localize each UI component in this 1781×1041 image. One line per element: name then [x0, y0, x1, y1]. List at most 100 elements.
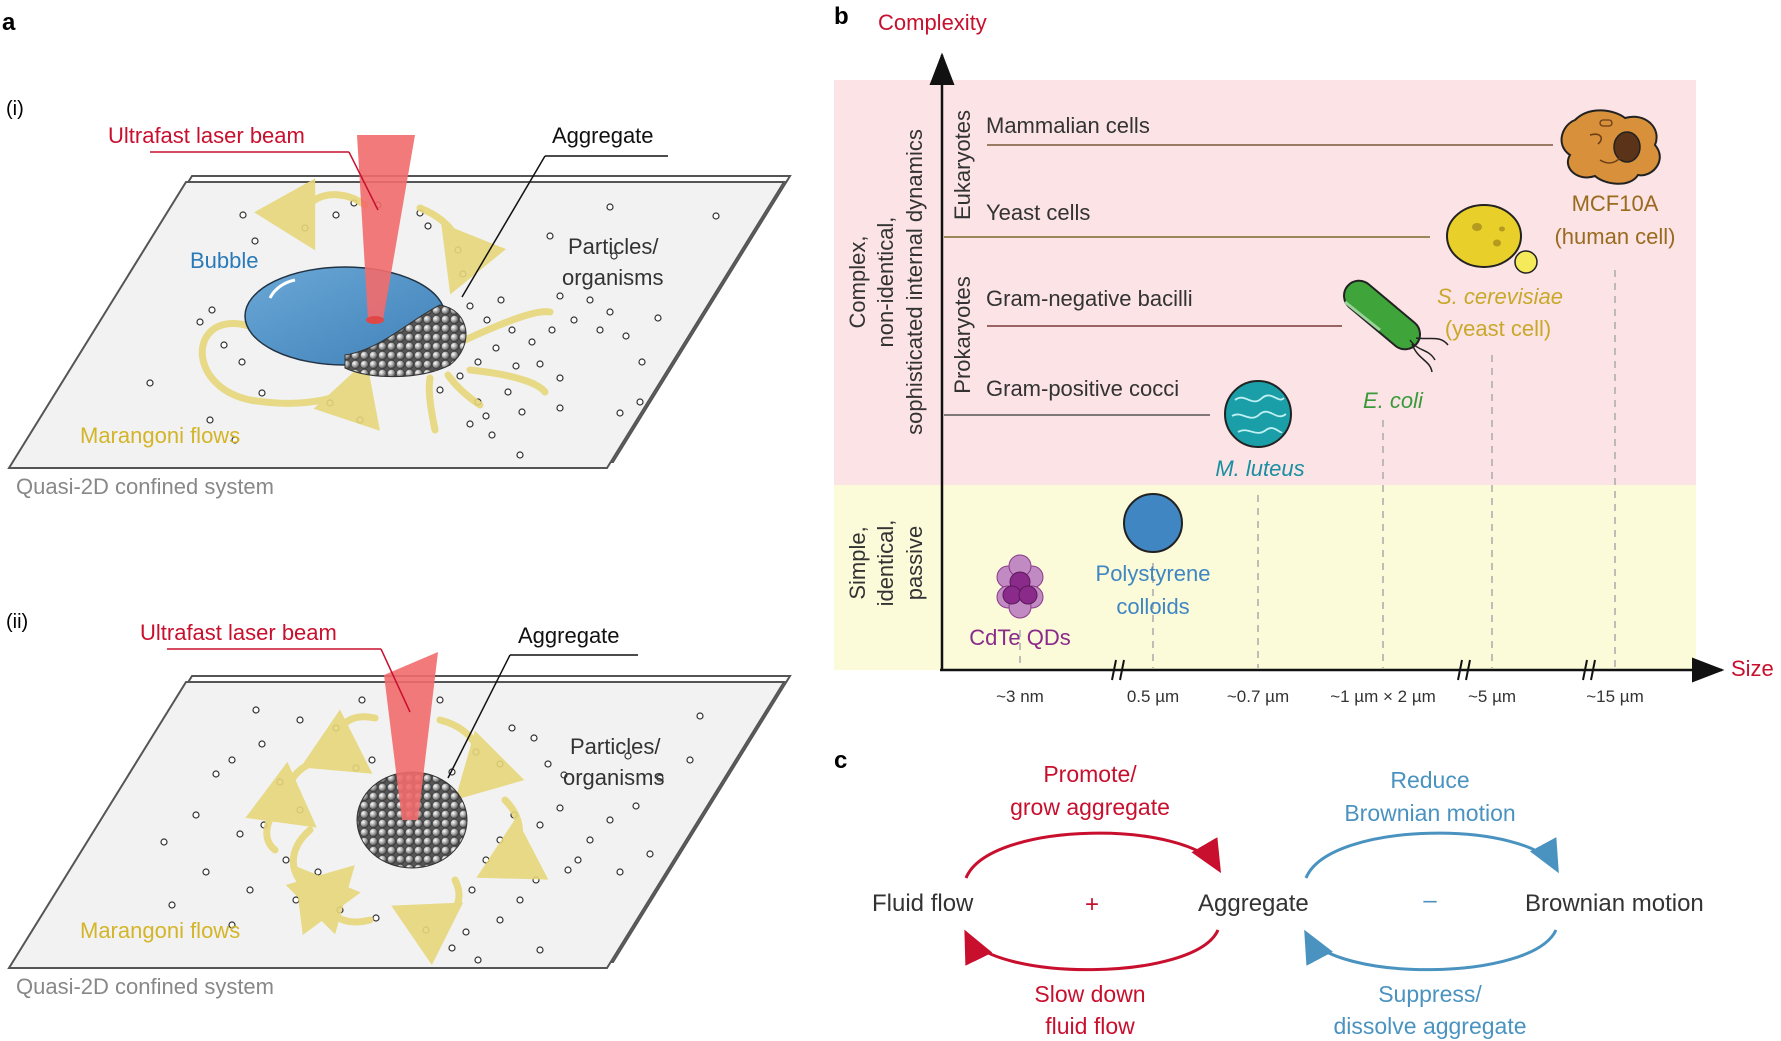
particle-dot	[616, 868, 624, 876]
slow-label-1: Slow down	[1034, 981, 1145, 1007]
particle-dot	[596, 326, 604, 334]
particle-dot	[496, 836, 504, 844]
particle-dot	[646, 850, 654, 858]
particle-dot	[206, 416, 214, 424]
particle-dot	[422, 926, 430, 934]
particle-dot	[532, 876, 540, 884]
particle-dot	[276, 778, 284, 786]
ecoli-icon	[1343, 279, 1449, 373]
particle-dot	[436, 696, 444, 704]
tick-0-5um: 0.5 µm	[1127, 687, 1179, 706]
particle-dot	[518, 408, 526, 416]
particle-dot	[556, 292, 564, 300]
particle-dot	[556, 804, 564, 812]
polystyrene-colloid-icon	[1123, 493, 1183, 553]
promote-label-2: grow aggregate	[1010, 794, 1170, 820]
particle-dot	[462, 928, 470, 936]
row-yeast: Yeast cells	[986, 200, 1090, 225]
aggregate-i	[344, 304, 467, 378]
positive-loop-sign: +	[1085, 891, 1099, 918]
particle-dot	[436, 386, 444, 394]
laser-beam-ii	[384, 652, 438, 820]
arrow-suppress	[1304, 929, 1558, 972]
particle-dot	[636, 398, 644, 406]
system-label-ii: Quasi-2D confined system	[16, 974, 274, 999]
particle-dot	[368, 756, 376, 764]
row-mammalian: Mammalian cells	[986, 113, 1150, 138]
particles-label-i-2: organisms	[562, 265, 663, 290]
particle-dot	[654, 314, 662, 322]
particle-dot	[570, 316, 578, 324]
complex-line-3: sophisticated internal dynamics	[902, 129, 927, 435]
particle-dot	[448, 944, 456, 952]
particle-dot	[258, 389, 266, 397]
panel-a: a (i)	[2, 9, 792, 999]
particle-dot	[296, 716, 304, 724]
reduce-label-1: Reduce	[1390, 767, 1469, 793]
particle-dot	[468, 886, 476, 894]
particle-dot	[474, 358, 482, 366]
particle-dot	[482, 412, 490, 420]
particle-dot	[504, 388, 512, 396]
particle-dot	[208, 306, 216, 314]
yeast-label-2: (yeast cell)	[1445, 316, 1551, 341]
particle-dot	[632, 802, 640, 810]
simple-line-3: passive	[902, 526, 927, 601]
particle-dot	[712, 212, 720, 220]
mcf10a-label-1: MCF10A	[1572, 191, 1659, 216]
particle-dot	[192, 811, 200, 819]
tick-0-7um: ~0.7 µm	[1227, 687, 1289, 706]
particle-dot	[536, 360, 544, 368]
particle-dot	[292, 896, 300, 904]
tick-15um: ~15 µm	[1586, 687, 1644, 706]
particle-dot	[586, 836, 594, 844]
particle-dot	[231, 436, 239, 444]
node-aggregate: Aggregate	[1198, 890, 1309, 917]
prokaryotes-label: Prokaryotes	[950, 276, 975, 393]
particle-dot	[536, 946, 544, 954]
particle-dot	[252, 706, 260, 714]
simple-region-label: Simple, identical, passive	[845, 520, 927, 607]
yeast-label-1: S. cerevisiae	[1437, 284, 1563, 309]
subpanel-a-ii: (ii) Ultrafast laser beam Aggregate	[6, 611, 792, 999]
particle-dot	[456, 372, 464, 380]
particle-dot	[220, 341, 228, 349]
row-gram-negative: Gram-negative bacilli	[986, 286, 1193, 311]
particle-dot	[536, 821, 544, 829]
laser-beam-i	[357, 135, 415, 320]
particle-dot	[508, 326, 516, 334]
particle-dot	[696, 712, 704, 720]
aggregate-label-ii: Aggregate	[518, 623, 620, 648]
x-axis-title: Size	[1731, 656, 1774, 681]
suppress-label-2: dissolve aggregate	[1333, 1013, 1526, 1039]
particle-dot	[372, 914, 380, 922]
particle-dot	[610, 252, 618, 260]
particle-dot	[236, 830, 244, 838]
particle-dot	[516, 451, 524, 459]
simple-region	[834, 485, 1696, 670]
complex-line-1: Complex,	[845, 236, 870, 329]
aggregate-leader-ii2	[447, 654, 511, 779]
x-tick-labels: ~3 nm 0.5 µm ~0.7 µm ~1 µm × 2 µm ~5 µm …	[996, 687, 1644, 706]
qd-label: CdTe QDs	[969, 625, 1070, 650]
complex-line-2: non-identical,	[873, 217, 898, 348]
laser-label-i: Ultrafast laser beam	[108, 123, 305, 148]
mluteus-icon	[1224, 380, 1292, 448]
negative-loop-sign: –	[1423, 887, 1437, 914]
particle-dot	[466, 420, 474, 428]
qd-cluster-icon	[996, 554, 1044, 619]
particles-label-ii-1: Particles/	[570, 734, 661, 759]
particle-dot	[586, 296, 594, 304]
particle-dot	[528, 338, 536, 346]
particle-dot	[556, 374, 564, 382]
particle-dot	[352, 764, 360, 772]
particle-dot	[512, 362, 520, 370]
particle-dot	[544, 760, 552, 768]
particle-dot	[146, 379, 154, 387]
arrow-reduce	[1304, 831, 1559, 879]
panel-c: c Fluid flow Aggregate Brownian motion +…	[834, 747, 1704, 1039]
particle-dot	[258, 740, 266, 748]
particle-dot	[606, 308, 614, 316]
particle-dot	[624, 752, 632, 760]
panel-a-label: a	[2, 9, 16, 36]
